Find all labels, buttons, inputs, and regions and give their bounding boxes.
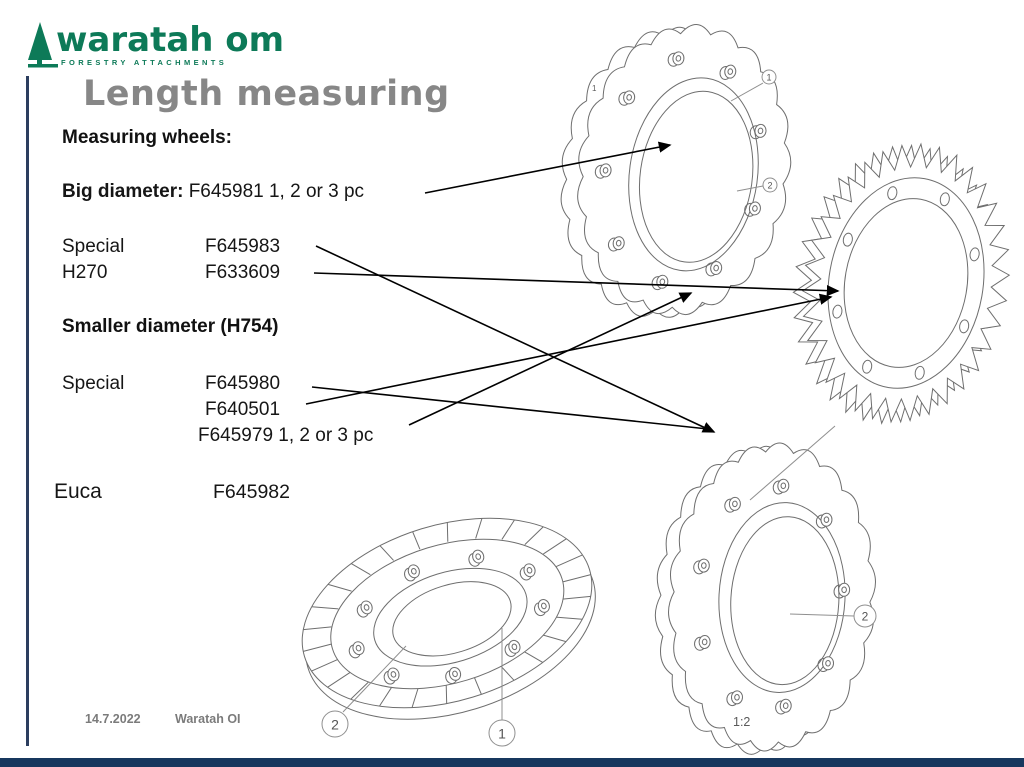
part-row: Special F645983 — [62, 236, 280, 258]
part-label: H270 — [62, 262, 108, 283]
section-heading-smaller-diameter: Smaller diameter (H754) — [62, 316, 279, 337]
part-row: F640501 — [62, 399, 280, 421]
callout-circle — [853, 604, 877, 628]
pine-tree-icon — [28, 22, 58, 68]
part-number: F645983 — [205, 236, 281, 257]
big-diameter-label: Big diameter: — [62, 181, 184, 202]
footer-date: 14.7.2022 — [85, 712, 141, 726]
callout-circle — [762, 177, 778, 193]
callout-circle — [488, 719, 516, 747]
part-label: Euca — [54, 480, 102, 503]
part-number: F645982 — [213, 481, 290, 503]
scale-note: 1:2 — [733, 715, 750, 729]
big-diameter-value: F645981 1, 2 or 3 pc — [188, 181, 365, 202]
part-row: H270 F633609 — [62, 262, 280, 284]
part-label: Special — [62, 236, 125, 257]
callout-number: 1 — [498, 726, 506, 742]
leader-line — [736, 185, 764, 192]
part-row-big-diameter: Big diameter: F645981 1, 2 or 3 pc — [62, 181, 364, 203]
part-row: Special F645980 — [62, 373, 280, 395]
callout-circle — [321, 710, 349, 738]
technical-drawings — [301, 24, 1011, 755]
leader-line — [730, 82, 764, 102]
arrow-f645981-to-top-sprocket — [424, 141, 672, 194]
leader-line — [789, 613, 855, 617]
part-row: F645979 1, 2 or 3 pc — [59, 425, 373, 447]
left-accent-rule — [26, 76, 29, 746]
part-number: F645979 1, 2 or 3 pc — [198, 425, 374, 446]
callout-number: 2 — [331, 717, 339, 733]
footer-doc-name: Waratah OI — [175, 712, 241, 726]
brand-tagline: FORESTRY ATTACHMENTS — [61, 58, 228, 67]
arrow-f645983-to-lower-sprocket — [315, 245, 716, 433]
page-title: Length measuring — [83, 74, 450, 114]
callout-circle — [761, 69, 777, 85]
brand-wordmark: waratah om — [56, 20, 285, 60]
callout-number: 2 — [862, 610, 869, 624]
relation-arrows — [305, 141, 840, 433]
callout-number: 1 — [766, 73, 771, 83]
arrow-f645979-to-top-sprocket — [408, 292, 693, 426]
part-number: F633609 — [205, 262, 281, 283]
bottom-accent-bar — [0, 758, 1024, 767]
arrow-f645980-to-lower-sprocket — [311, 386, 709, 430]
part-row-euca: Euca F645982 — [54, 480, 290, 504]
part-number: F645980 — [205, 373, 281, 394]
callout-number: 2 — [767, 181, 772, 191]
section-heading-measuring-wheels: Measuring wheels: — [62, 127, 232, 148]
tiny-figure-mark: 1 — [592, 84, 597, 93]
leader-line — [749, 425, 836, 501]
part-number: F640501 — [205, 399, 281, 420]
callouts: 1 2 2 2 1 — [321, 69, 877, 747]
arrow-f633609-to-right-sprocket — [313, 272, 840, 297]
part-label: Special — [62, 373, 125, 394]
leader-line — [342, 645, 407, 713]
